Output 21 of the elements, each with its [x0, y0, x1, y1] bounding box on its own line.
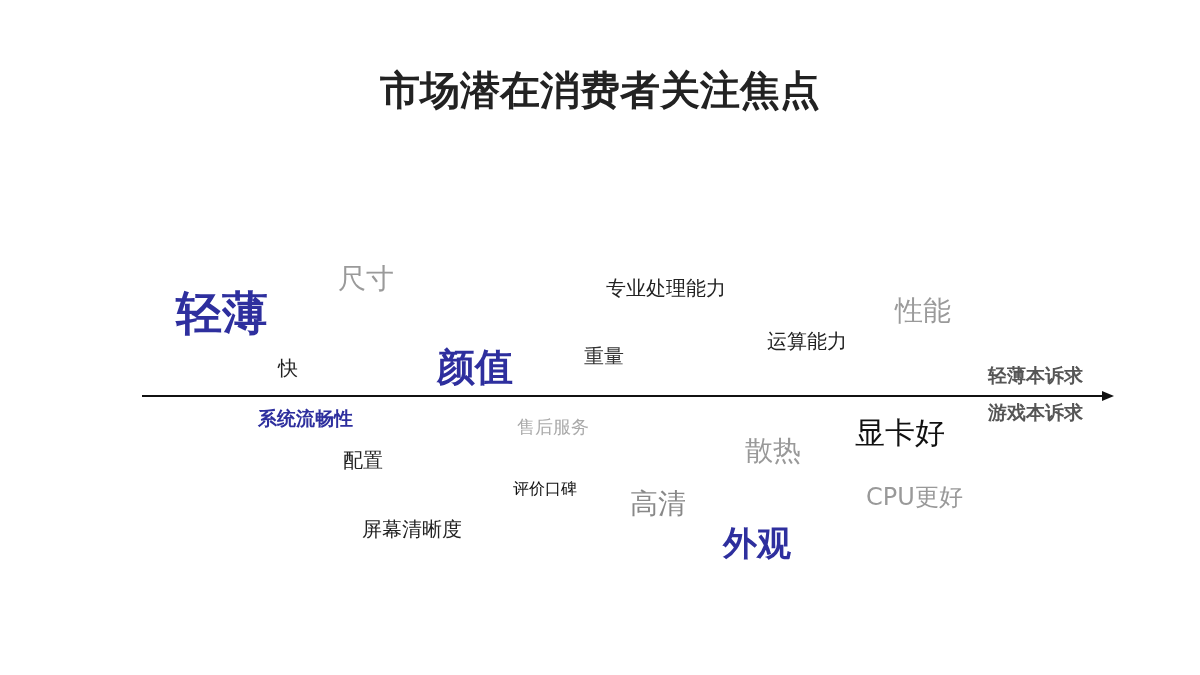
keyword-label: 系统流畅性 [258, 407, 353, 430]
keyword-label: 售后服务 [517, 416, 589, 438]
keyword-label: 颜值 [437, 345, 513, 391]
keyword-label: 运算能力 [767, 329, 847, 353]
keyword-label: 外观 [723, 523, 791, 564]
keyword-label: 配置 [343, 448, 383, 472]
keyword-label: 轻薄 [176, 286, 268, 342]
keyword-label: 尺寸 [338, 262, 394, 296]
keyword-label: 显卡好 [855, 415, 945, 451]
keyword-label: 散热 [745, 434, 801, 468]
keyword-label: 评价口碑 [513, 479, 577, 499]
keyword-label: 屏幕清晰度 [362, 517, 462, 541]
keyword-label: 重量 [584, 344, 624, 368]
chart-title: 市场潜在消费者关注焦点 [380, 66, 820, 114]
keyword-label: 游戏本诉求 [988, 401, 1083, 424]
keyword-label: 高清 [630, 487, 686, 521]
keyword-label: CPU更好 [866, 483, 963, 512]
keyword-label: 性能 [895, 294, 951, 328]
keyword-label: 专业处理能力 [606, 276, 726, 300]
keyword-label: 快 [278, 356, 298, 380]
keyword-label: 轻薄本诉求 [988, 364, 1083, 387]
